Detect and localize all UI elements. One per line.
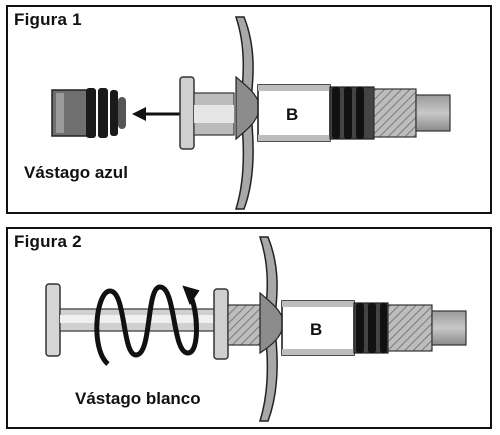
syringe-rear-flange	[179, 76, 235, 150]
blue-plunger-stopper	[51, 88, 126, 138]
figure-2-syringe-illustration: B	[45, 236, 467, 422]
figure-2-title: Figura 2	[14, 232, 82, 251]
rotation-spiral-arrow	[94, 284, 200, 366]
syringe-tip-section	[373, 88, 451, 138]
syringe-gasket-rings	[329, 86, 375, 140]
syringe-rear-flange-2	[213, 288, 263, 360]
figure-1-title: Figura 1	[14, 10, 82, 29]
barrel-letter-1: B	[286, 105, 298, 124]
syringe-tip-section-2	[387, 304, 467, 352]
syringe-finger-flange-2	[258, 236, 285, 422]
figure-2-label: Vástago blanco	[75, 389, 201, 408]
figure-1-panel: Figura 1	[6, 5, 492, 214]
syringe-finger-flange	[234, 16, 261, 210]
figure-1-syringe-illustration: B	[51, 16, 451, 210]
figure-2-panel: Figura 2	[6, 227, 492, 429]
syringe-gasket-rings-2	[353, 302, 389, 354]
white-plunger-rod	[45, 283, 229, 357]
barrel-letter-2: B	[310, 320, 322, 339]
syringe-barrel-2: B	[281, 300, 355, 356]
syringe-barrel: B	[257, 84, 331, 142]
figure-1-label: Vástago azul	[24, 163, 128, 182]
